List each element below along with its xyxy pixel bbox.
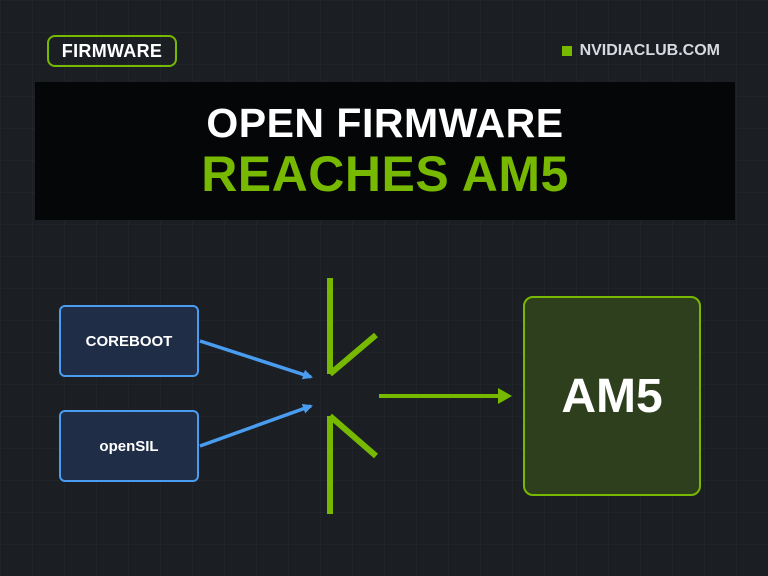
- target-label: AM5: [561, 369, 663, 423]
- arrow-opensil-icon: [199, 404, 313, 448]
- headline-line-1: OPEN FIRMWARE: [206, 100, 564, 146]
- headline-banner: OPEN FIRMWARE REACHES AM5: [35, 82, 735, 220]
- site-name: NVIDIACLUB.COM: [579, 42, 720, 59]
- square-bullet-icon: [561, 46, 572, 56]
- arrow-coreboot-icon: [199, 339, 313, 380]
- category-tag-label: FIRMWARE: [61, 40, 163, 61]
- arrow-to-am5-icon: [379, 388, 512, 404]
- source-box-coreboot: COREBOOT: [59, 305, 199, 377]
- source-label-coreboot: COREBOOT: [85, 332, 173, 350]
- source-label-opensil: openSIL: [99, 437, 159, 455]
- category-tag: FIRMWARE: [47, 35, 177, 67]
- headline-line-2: REACHES AM5: [201, 146, 569, 202]
- source-box-opensil: openSIL: [59, 410, 199, 482]
- target-box-am5: AM5: [523, 296, 701, 496]
- site-branding: NVIDIACLUB.COM: [561, 42, 720, 60]
- merge-bracket-icon: [327, 278, 378, 514]
